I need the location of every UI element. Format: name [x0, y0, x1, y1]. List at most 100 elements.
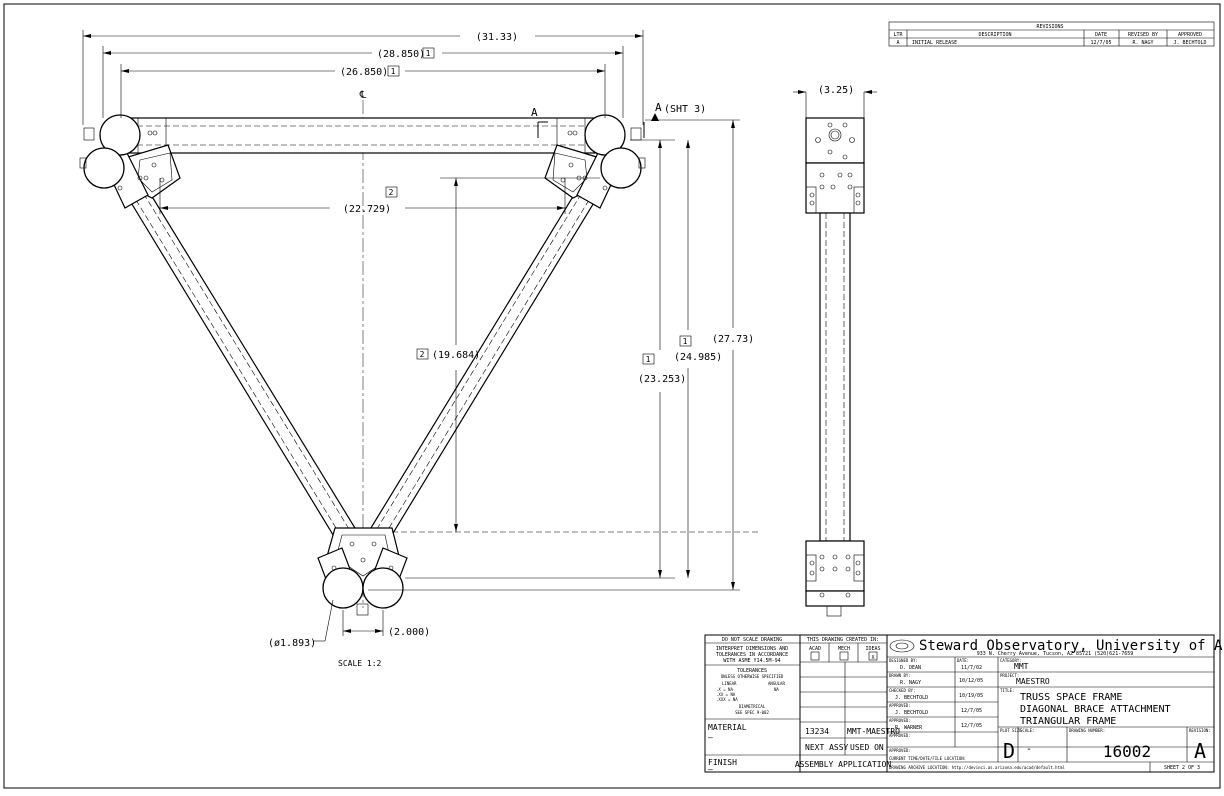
created-mech: MECH	[838, 646, 850, 652]
rev-cell-ltr: A	[896, 40, 899, 46]
material-label: MATERIAL	[708, 723, 747, 732]
rev-cell-revised-by: R. NAGY	[1132, 40, 1153, 46]
approved-date-1: 12/7/05	[961, 708, 982, 714]
tolerances-subtitle: UNLESS OTHERWISE SPECIFIED	[721, 674, 784, 679]
approved-label-2: APPROVED:	[889, 718, 911, 723]
designed-by: D. DEAN	[900, 665, 921, 671]
section-label-a: A	[531, 106, 538, 119]
revision-label: REVISION:	[1189, 728, 1211, 733]
right-tube-end	[600, 147, 642, 189]
side-top-block	[805, 117, 865, 164]
section-ref-note: (SHT 3)	[664, 104, 706, 115]
dim-width-2: (26.850)	[340, 67, 388, 78]
rev-header-approved: APPROVED	[1178, 32, 1202, 38]
checkbox-acad[interactable]	[810, 651, 820, 661]
date-label: DATE:	[957, 658, 969, 663]
note-do-not-scale: DO NOT SCALE DRAWING	[722, 637, 782, 643]
current-time-label: CURRENT TIME/DATE/FILE LOCATION:	[889, 756, 966, 761]
approved-by-1: J. BECHTOLD	[895, 710, 928, 716]
side-view: (3.25)	[793, 85, 877, 617]
checkbox-ideas[interactable]	[868, 651, 878, 661]
balloon-2-b: 2	[420, 350, 425, 359]
rev-header-revised-by: REVISED BY	[1128, 32, 1158, 38]
dim-hub: (2.000)	[388, 627, 430, 638]
tol-angular: NA	[774, 687, 779, 692]
title-block: DO NOT SCALE DRAWING INTERPRET DIMENSION…	[704, 634, 1224, 774]
tol-xxx: .XXX = NA	[716, 697, 738, 702]
approved-label-1: APPROVED:	[889, 703, 911, 708]
rev-cell-description: INITIAL RELEASE	[912, 40, 957, 46]
dim-side-width: (3.25)	[818, 85, 854, 96]
approved-date-2: 12/7/05	[961, 723, 982, 729]
assy-name: MMT-MAESTRO	[847, 727, 900, 736]
drawing-number: 16002	[1103, 742, 1151, 761]
note-interpret-2: TOLERANCES IN ACCORDANCE	[716, 652, 788, 658]
dim-height-1a: (23.253)	[638, 374, 686, 385]
bottom-right-tube-end	[362, 567, 404, 609]
dim-diameter: (ø1.893)	[268, 638, 316, 649]
bottom-left-tube-end	[322, 567, 364, 609]
bottom-stud	[356, 603, 369, 616]
material-value: –	[708, 733, 713, 742]
designed-date: 11/7/02	[961, 665, 982, 671]
approved-label-3: APPROVED:	[889, 733, 911, 738]
drawing-title-3: TRIANGULAR FRAME	[1020, 716, 1116, 727]
drawn-date: 10/12/05	[959, 678, 983, 684]
used-on-label: USED ON	[850, 743, 884, 752]
dim-height-2: (19.684)	[432, 350, 480, 361]
created-in-title: THIS DRAWING CREATED IN:	[807, 637, 879, 643]
balloon-1-c: 1	[646, 355, 651, 364]
checked-label: CHECKED BY:	[889, 688, 916, 693]
rev-header-description: DESCRIPTION	[978, 32, 1011, 38]
designed-label: DESIGNED BY:	[889, 658, 918, 663]
balloon-1-b: 1	[391, 67, 396, 76]
dim-width-1: (28.850)	[377, 49, 425, 60]
category-value: MMT	[1014, 662, 1029, 671]
finish-label: FINISH	[708, 758, 737, 767]
revision-value: A	[1194, 739, 1206, 763]
balloon-2-a: 2	[389, 188, 394, 197]
section-ref-a: A	[655, 101, 662, 114]
plot-size-label: PLOT SIZE	[1000, 728, 1022, 733]
category-label: CATEGORY:	[1000, 658, 1022, 663]
rev-cell-approved: J. BECHTOLD	[1173, 40, 1206, 46]
side-bottom-clamp	[805, 540, 865, 592]
finish-value: –	[708, 765, 713, 774]
top-horizontal-tube	[109, 117, 616, 154]
drawing-number-label: DRAWING NUMBER:	[1069, 728, 1105, 733]
org-address: 933 N. Cherry Avenue, Tucson, AZ 85721 (…	[977, 651, 1134, 657]
drawn-label: DRAWN BY:	[889, 673, 911, 678]
centerline-symbol: ℄	[359, 90, 367, 101]
right-diagonal-tube	[336, 171, 614, 584]
revisions-table: REVISIONS LTR DESCRIPTION DATE REVISED B…	[888, 21, 1215, 47]
rev-header-date: DATE	[1095, 32, 1107, 38]
left-tube-end	[83, 147, 125, 189]
project-value: MAESTRO	[1016, 677, 1050, 686]
dim-height-1b: (24.985)	[674, 352, 722, 363]
revisions-title: REVISIONS	[1036, 24, 1063, 30]
triangular-frame-view: ℄	[79, 90, 706, 616]
drawing-title-2: DIAGONAL BRACE ATTACHMENT	[1020, 704, 1171, 715]
drawing-title-1: TRUSS SPACE FRAME	[1020, 692, 1122, 703]
dim-overall-width: (31.33)	[476, 32, 518, 43]
dimensions-front: (31.33) (28.850) 1 (26.850) 1 (22.729) 2…	[82, 30, 760, 668]
created-ideas: IDEAS	[865, 646, 880, 652]
note-interpret-1: INTERPRET DIMENSIONS AND	[716, 646, 788, 652]
checkbox-mech[interactable]	[839, 651, 849, 661]
archive-location: DRAWING ARCHIVE LOCATION: http://devinci…	[889, 765, 1065, 770]
project-label: PROJECT:	[1000, 673, 1019, 678]
scale-note: SCALE 1:2	[338, 659, 382, 668]
approved-by-2: R. WARNER	[895, 725, 923, 731]
scale-label: SCALE:	[1020, 728, 1034, 733]
sheet-number: SHEET 2 OF 3	[1164, 765, 1200, 771]
tol-linear-label: LINEAR	[722, 681, 737, 686]
org-name: Steward Observatory, University of Arizo…	[919, 638, 1224, 654]
drawn-by: R. NAGY	[900, 680, 921, 686]
tol-x: .X = NA	[716, 687, 733, 692]
checked-by: J. BECHTOLD	[895, 695, 928, 701]
side-tube	[819, 212, 851, 542]
assy-number: 13234	[805, 727, 829, 736]
tol-spec: SEE SPEC 9-002	[735, 710, 769, 715]
